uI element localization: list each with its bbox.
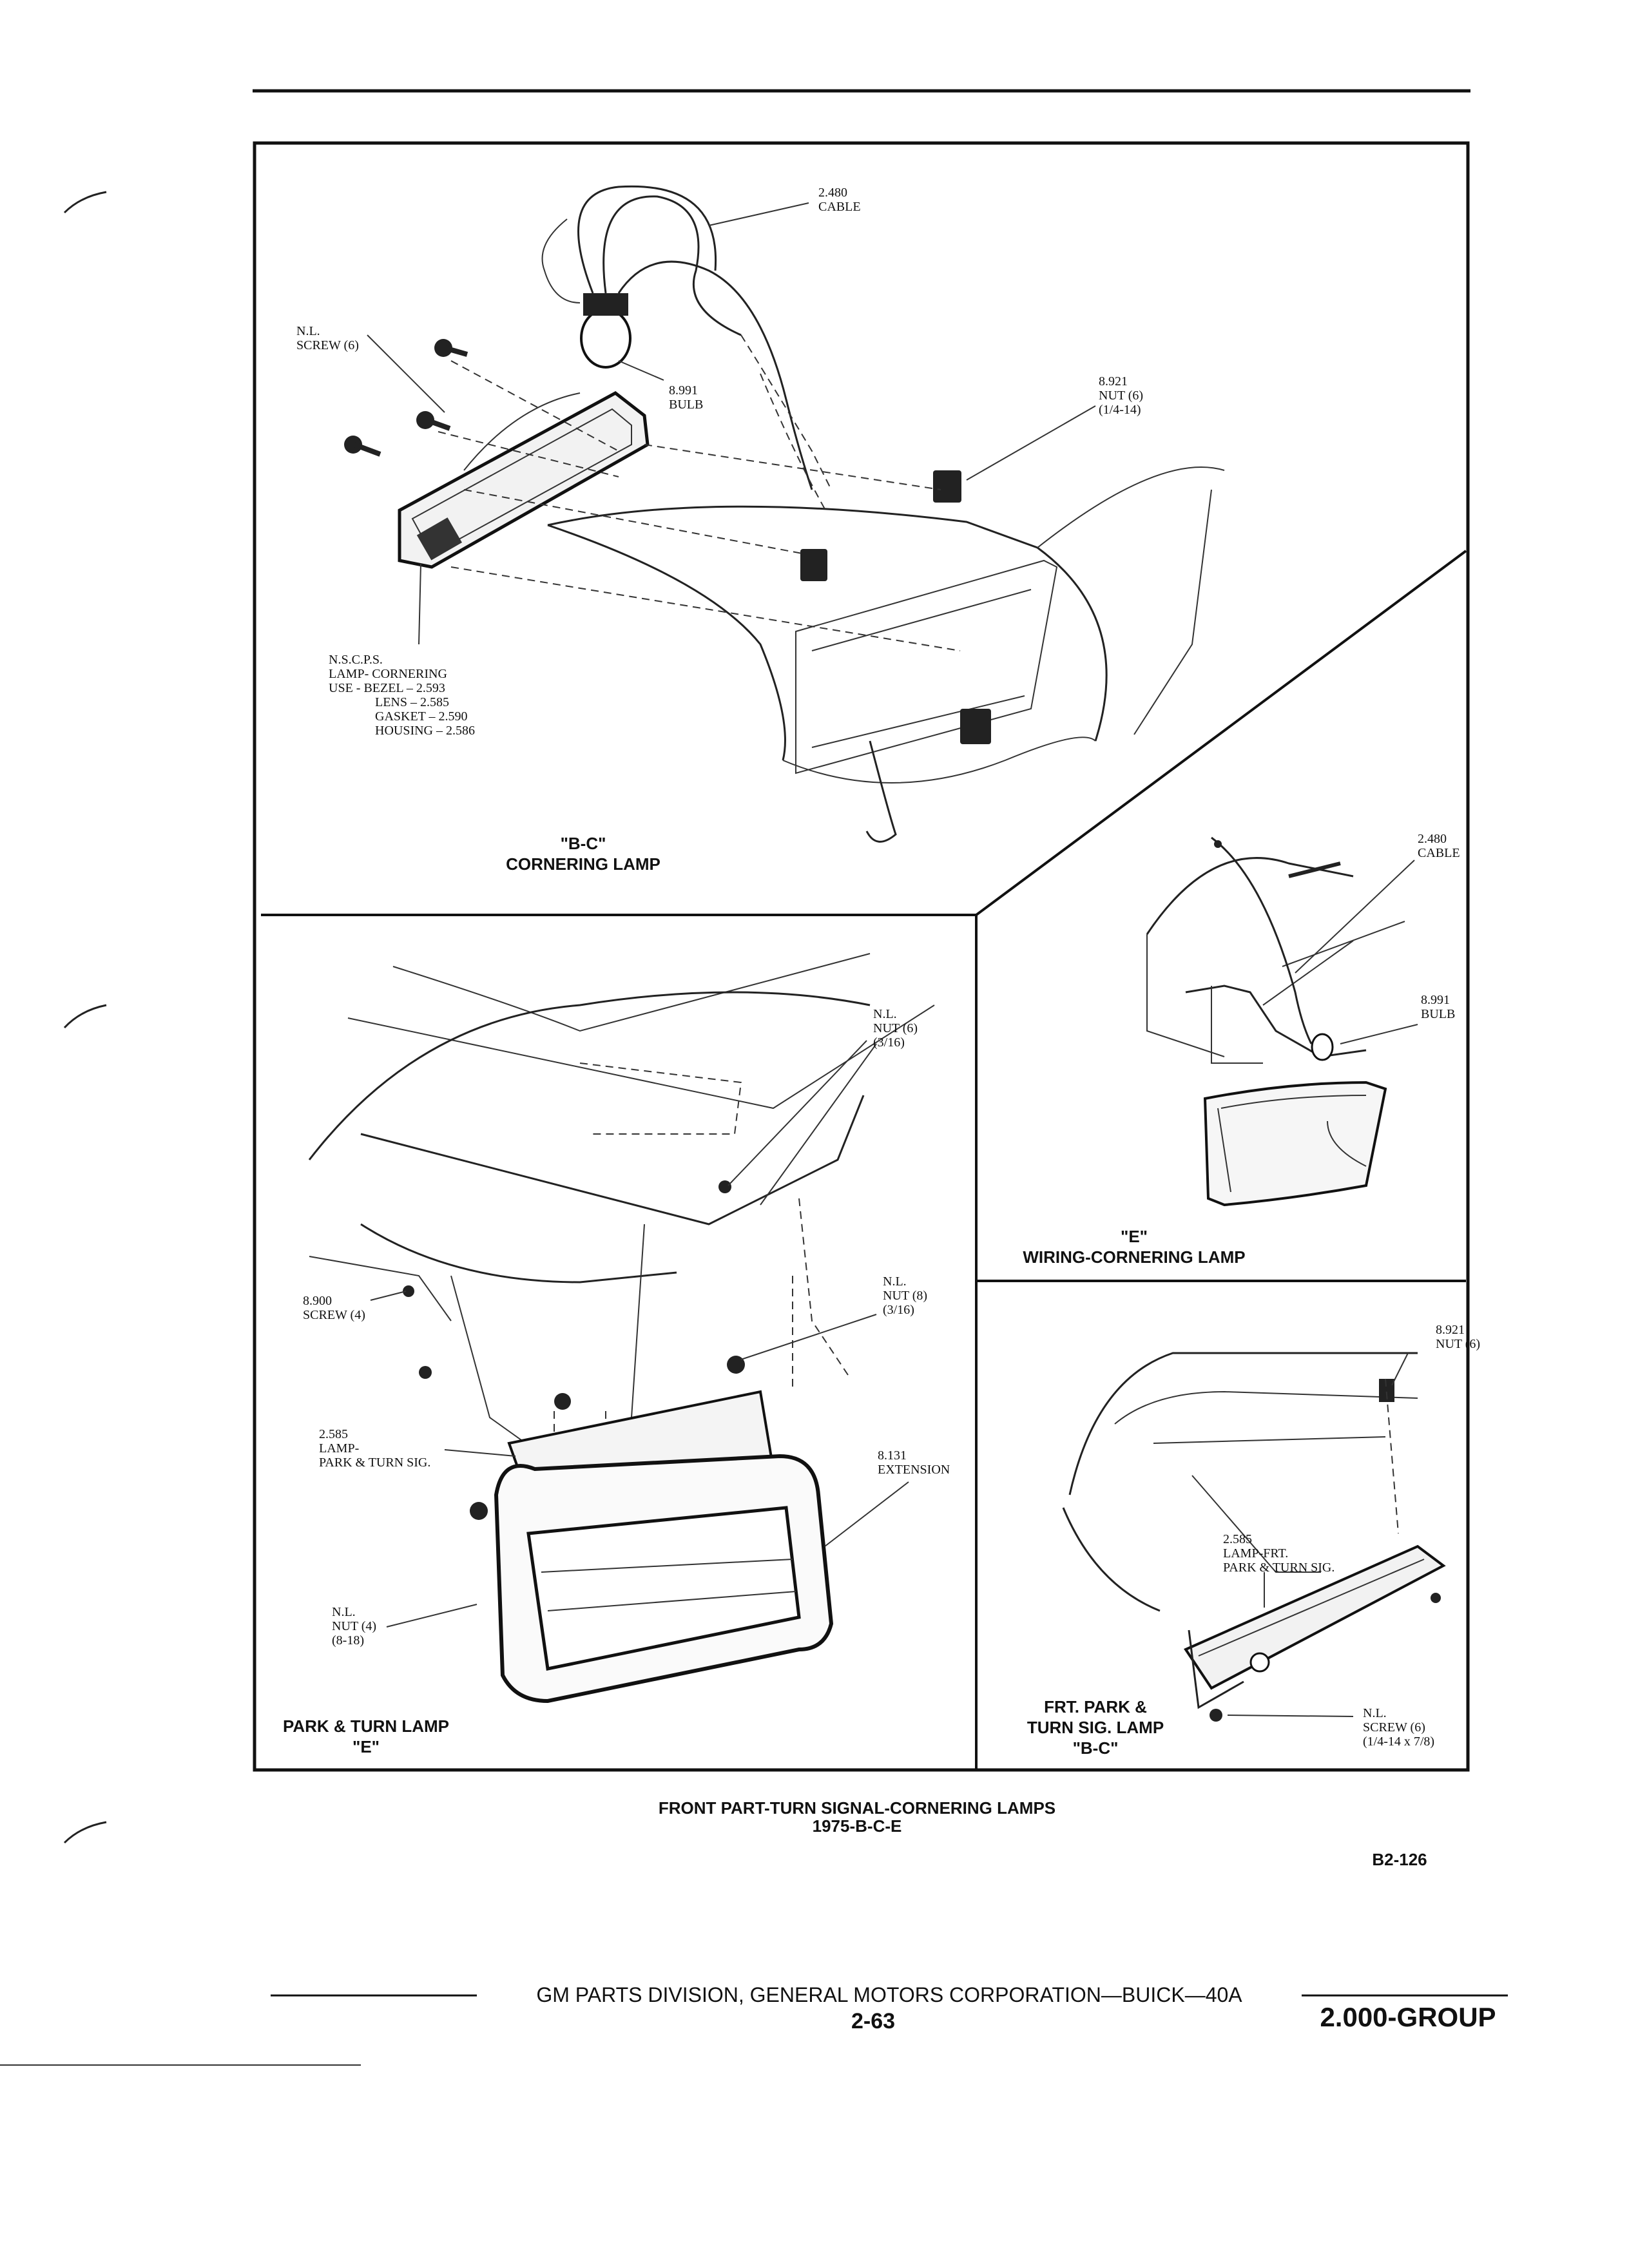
figure-frame xyxy=(253,141,1470,1772)
label-use-housing: HOUSING – 2.586 xyxy=(375,724,475,738)
caption-frt-park: FRT. PARK & xyxy=(1044,1697,1147,1716)
label-nut4-size: (8-18) xyxy=(332,1633,364,1648)
label-bulb-name: BULB xyxy=(669,398,703,412)
figure-title: FRONT PART-TURN SIGNAL-CORNERING LAMPS xyxy=(659,1798,1055,1818)
label-screw-number: 8.900 xyxy=(303,1294,332,1308)
label-nut-number: 8.921 xyxy=(1099,374,1128,389)
label-use-bezel: USE - BEZEL – 2.593 xyxy=(329,681,445,695)
caption-e-bottom: "E" xyxy=(352,1737,380,1756)
label-nut8-name: NUT (8) xyxy=(883,1289,927,1303)
e-wiring-cornering-lamp-drawing xyxy=(1146,836,1418,1207)
label-cable-number: 2.480 xyxy=(818,186,847,200)
label-lamp-cornering: LAMP- CORNERING xyxy=(329,667,447,681)
footer-group: 2.000-GROUP xyxy=(1320,2002,1496,2032)
park-turn-lamp-e-drawing xyxy=(308,953,935,1704)
label-e-cable-number: 2.480 xyxy=(1418,832,1447,846)
label-nut4-name: NUT (4) xyxy=(332,1619,376,1633)
caption-park-turn-lamp: PARK & TURN LAMP xyxy=(283,1716,449,1736)
caption-bc-bottom: "B-C" xyxy=(1073,1738,1119,1758)
label-extension-number: 8.131 xyxy=(878,1448,907,1463)
label-use-gasket: GASKET – 2.590 xyxy=(375,709,468,724)
caption-e: "E" xyxy=(1121,1227,1148,1246)
bc-cornering-labels: 2.480 CABLE N.L. SCREW (6) 8.991 BULB 8.… xyxy=(296,186,1143,874)
label-bc-screw-size: (1/4-14 x 7/8) xyxy=(1363,1735,1434,1749)
label-nut6-nl: N.L. xyxy=(873,1007,897,1021)
label-bc-nut-number: 8.921 xyxy=(1436,1323,1465,1337)
caption-wiring-cornering-lamp: WIRING-CORNERING LAMP xyxy=(1023,1247,1245,1267)
park-turn-e-labels: N.L. NUT (6) (3/16) 8.900 SCREW (4) N.L.… xyxy=(283,1007,950,1756)
label-cable-name: CABLE xyxy=(818,200,861,214)
label-e-bulb-number: 8.991 xyxy=(1421,993,1450,1007)
label-frt-lamp-name: LAMP-FRT. xyxy=(1223,1546,1288,1561)
footer-page-number: 2-63 xyxy=(851,2009,895,2033)
e-wiring-labels: 2.480 CABLE 8.991 BULB "E" WIRING-CORNER… xyxy=(1023,832,1460,1267)
label-e-bulb-name: BULB xyxy=(1421,1007,1455,1021)
label-nut6-size: (3/16) xyxy=(873,1035,905,1050)
binder-mark xyxy=(63,191,107,214)
label-e-cable-name: CABLE xyxy=(1418,846,1460,860)
binder-mark xyxy=(63,1004,107,1029)
label-nscps: N.S.C.P.S. xyxy=(329,653,383,667)
label-nut-size: (1/4-14) xyxy=(1099,403,1141,417)
label-extension-name: EXTENSION xyxy=(878,1463,950,1477)
label-nut-name: NUT (6) xyxy=(1099,389,1143,403)
label-bc-screw-nl: N.L. xyxy=(1363,1706,1387,1720)
label-screw-name: SCREW (6) xyxy=(296,338,359,352)
caption-cornering-lamp: CORNERING LAMP xyxy=(506,854,660,874)
caption-bc: "B-C" xyxy=(561,834,606,853)
caption-turn-sig-lamp: TURN SIG. LAMP xyxy=(1027,1718,1164,1737)
label-frt-lamp-desc: PARK & TURN SIG. xyxy=(1223,1561,1335,1575)
label-bulb-number: 8.991 xyxy=(669,383,698,398)
label-frt-lamp-number: 2.585 xyxy=(1223,1532,1252,1546)
label-nut4-nl: N.L. xyxy=(332,1605,356,1619)
figure-subtitle: 1975-B-C-E xyxy=(813,1816,902,1836)
label-lamp-name: LAMP- xyxy=(319,1441,359,1456)
label-use-lens: LENS – 2.585 xyxy=(375,695,449,709)
label-nut6-name: NUT (6) xyxy=(873,1021,918,1035)
label-bc-screw-name: SCREW (6) xyxy=(1363,1720,1425,1735)
frt-park-bc-labels: 8.921 NUT (6) 2.585 LAMP-FRT. PARK & TUR… xyxy=(1027,1323,1480,1758)
footer-division: GM PARTS DIVISION, GENERAL MOTORS CORPOR… xyxy=(536,1983,1242,2006)
binder-mark xyxy=(63,1821,107,1844)
label-nut8-nl: N.L. xyxy=(883,1274,907,1289)
label-bc-nut-name: NUT (6) xyxy=(1436,1337,1480,1351)
label-lamp-number: 2.585 xyxy=(319,1427,348,1441)
bc-cornering-lamp-drawing xyxy=(344,185,1225,843)
figure-code: B2-126 xyxy=(1372,1850,1427,1869)
label-lamp-desc: PARK & TURN SIG. xyxy=(319,1456,430,1470)
label-screw4-name: SCREW (4) xyxy=(303,1308,365,1322)
frt-park-turn-lamp-bc-drawing xyxy=(1062,1352,1446,1722)
label-nut8-size: (3/16) xyxy=(883,1303,914,1317)
label-screw-nl: N.L. xyxy=(296,324,320,338)
